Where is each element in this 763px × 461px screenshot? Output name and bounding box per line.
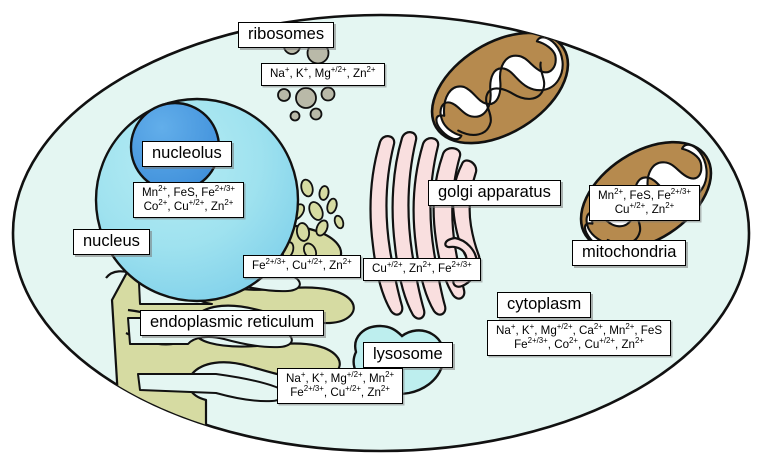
ions-golgi-apparatus: Cu+/2+, Zn2+, Fe2+/3+ — [363, 258, 481, 281]
ions-mitochondria: Mn2+, FeS, Fe2+/3+ Cu+/2+, Zn2+ — [589, 185, 700, 222]
ions-cytoplasm: Na+, K+, Mg+/2+, Ca2+, Mn2+, FeS Fe2+/3+… — [487, 320, 672, 357]
label-nucleolus: nucleolus — [142, 141, 232, 168]
ion-line: Na+, K+, Mg+/2+, Mn2+ — [286, 370, 395, 385]
ion-line: Na+, K+, Mg+/2+, Zn2+ — [270, 65, 376, 80]
label-lysosome: lysosome — [363, 342, 453, 369]
ions-ribosomes: Na+, K+, Mg+/2+, Zn2+ — [261, 63, 385, 86]
mitochondrion-top-shape — [430, 31, 570, 145]
ions-nucleus: Mn2+, FeS, Fe2+/3+ Co2+, Cu+/2+, Zn2+ — [133, 182, 244, 219]
ions-endoplasmic-reticulum: Fe2+/3+, Cu+/2+, Zn2+ — [243, 255, 361, 278]
ion-line: Mn2+, FeS, Fe2+/3+ — [142, 184, 235, 199]
ion-line: Cu+/2+, Zn2+, Fe2+/3+ — [372, 260, 472, 275]
ions-lysosome: Na+, K+, Mg+/2+, Mn2+ Fe2+/3+, Cu+/2+, Z… — [277, 368, 404, 405]
label-cytoplasm: cytoplasm — [497, 292, 592, 319]
ion-line: Cu+/2+, Zn2+ — [614, 200, 675, 216]
label-ribosomes: ribosomes — [238, 22, 335, 49]
label-endoplasmic-reticulum: endoplasmic reticulum — [140, 310, 325, 337]
ion-line: Fe2+/3+, Co2+, Cu+/2+, Zn2+ — [514, 335, 644, 351]
ion-line: Na+, K+, Mg+/2+, Ca2+, Mn2+, FeS — [496, 322, 663, 337]
label-mitochondria: mitochondria — [572, 240, 687, 267]
ion-line: Fe2+/3+, Cu+/2+, Zn2+ — [252, 257, 352, 272]
ion-line: Mn2+, FeS, Fe2+/3+ — [598, 187, 691, 202]
ion-line: Fe2+/3+, Cu+/2+, Zn2+ — [290, 383, 390, 399]
label-nucleus: nucleus — [73, 229, 150, 256]
ion-line: Co2+, Cu+/2+, Zn2+ — [143, 197, 234, 213]
label-golgi-apparatus: golgi apparatus — [428, 180, 561, 207]
